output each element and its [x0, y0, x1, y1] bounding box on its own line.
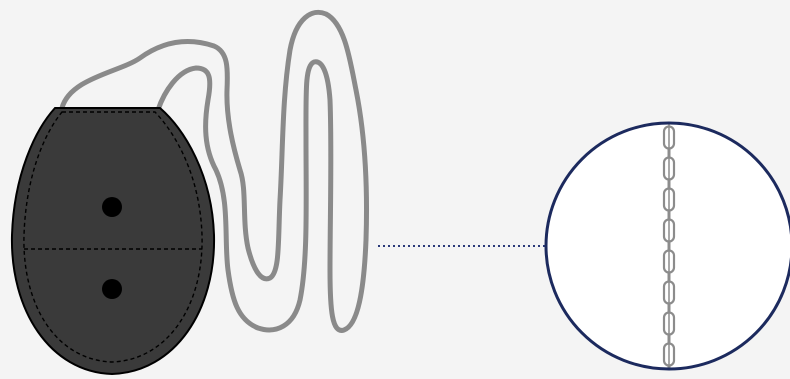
- sealed-pouch-icon: [12, 108, 214, 374]
- pouch-rivet: [102, 197, 122, 217]
- magnified-chain-detail-icon: [546, 122, 790, 375]
- pouch-rivet: [102, 279, 122, 299]
- pouch-body: [12, 108, 214, 374]
